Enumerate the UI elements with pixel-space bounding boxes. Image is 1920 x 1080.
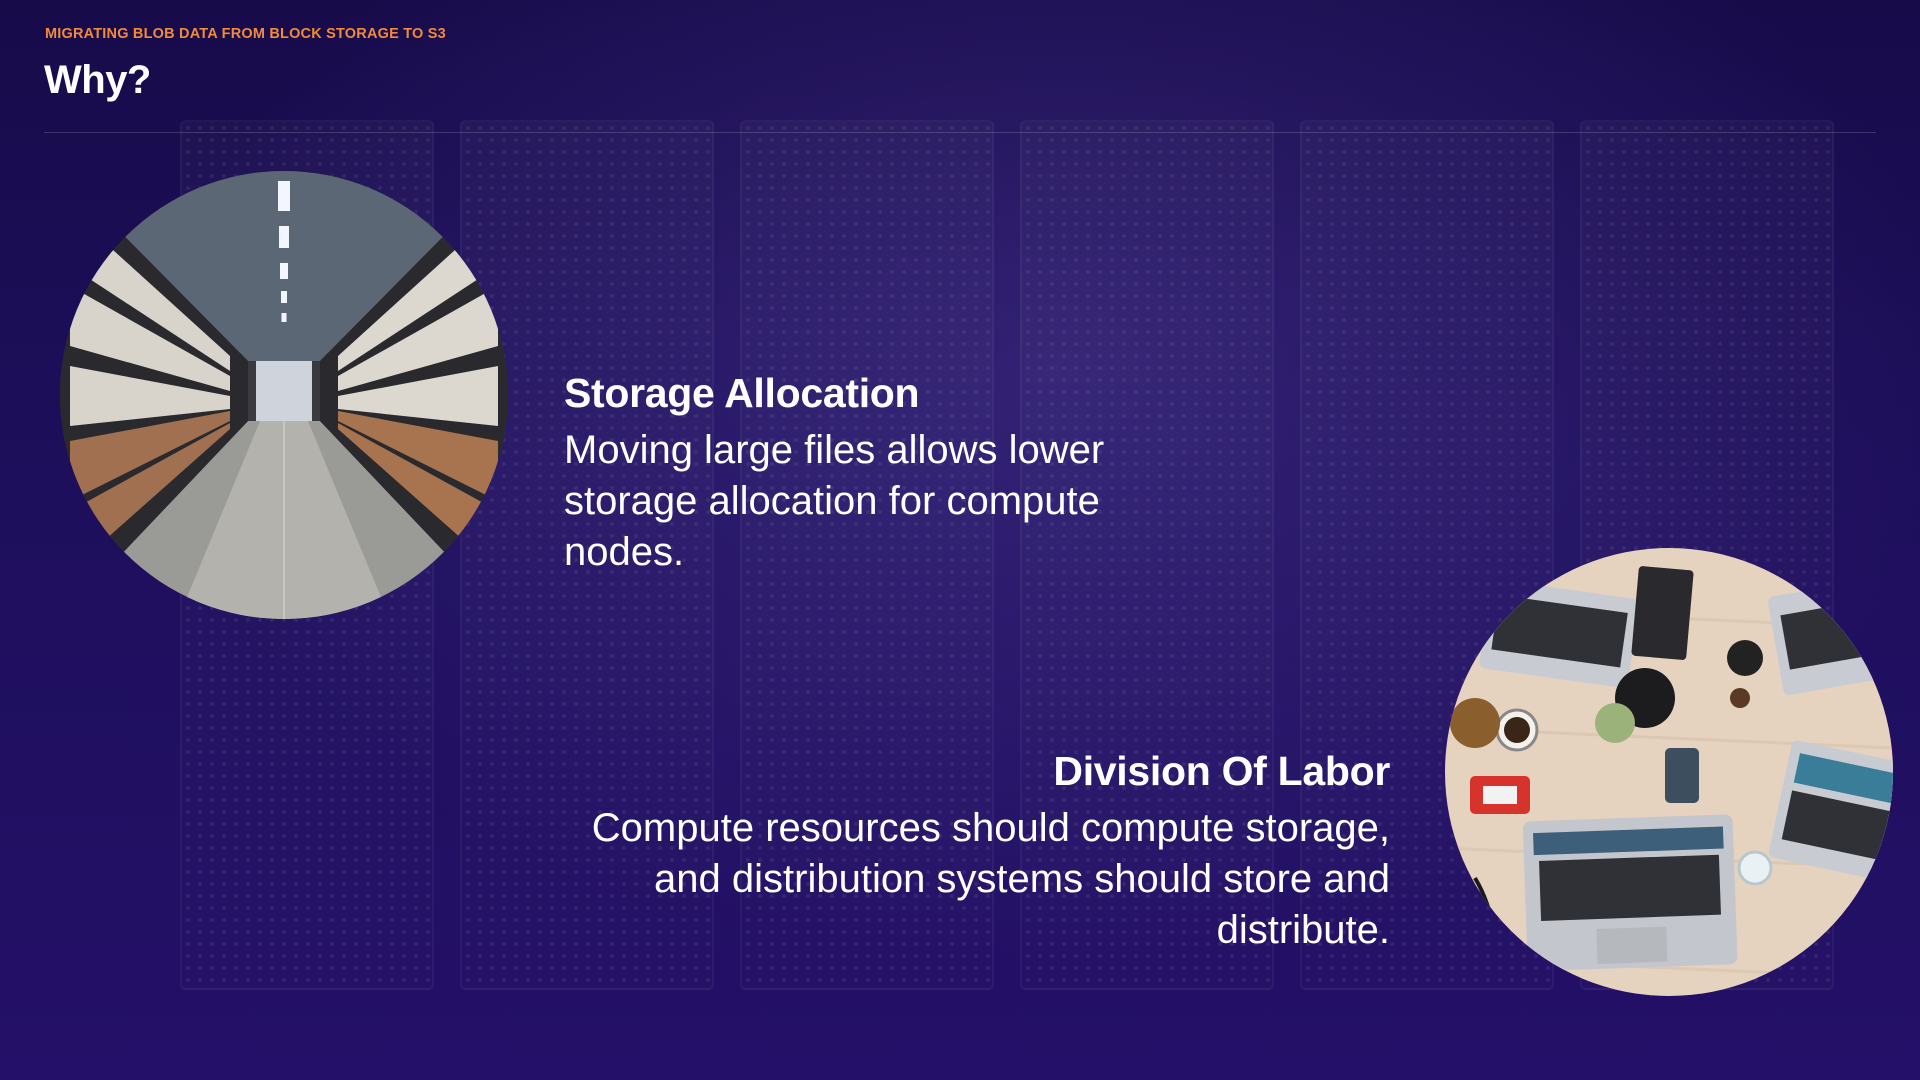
slide-eyebrow: MIGRATING BLOB DATA FROM BLOCK STORAGE T… (45, 26, 446, 42)
header-divider (44, 132, 1876, 133)
desk-with-laptops-photo (1445, 548, 1893, 996)
division-of-labor-block: Division Of Labor Compute resources shou… (570, 748, 1391, 956)
warehouse-aisle-photo (60, 171, 508, 619)
division-of-labor-body: Compute resources should compute storage… (591, 806, 1390, 953)
division-of-labor-heading: Division Of Labor (1053, 748, 1390, 794)
storage-allocation-body: Moving large files allows lower storage … (564, 428, 1105, 575)
slide-title: Why? (44, 58, 151, 102)
storage-allocation-block: Storage Allocation Moving large files al… (564, 370, 1144, 578)
storage-allocation-heading: Storage Allocation (564, 370, 920, 416)
